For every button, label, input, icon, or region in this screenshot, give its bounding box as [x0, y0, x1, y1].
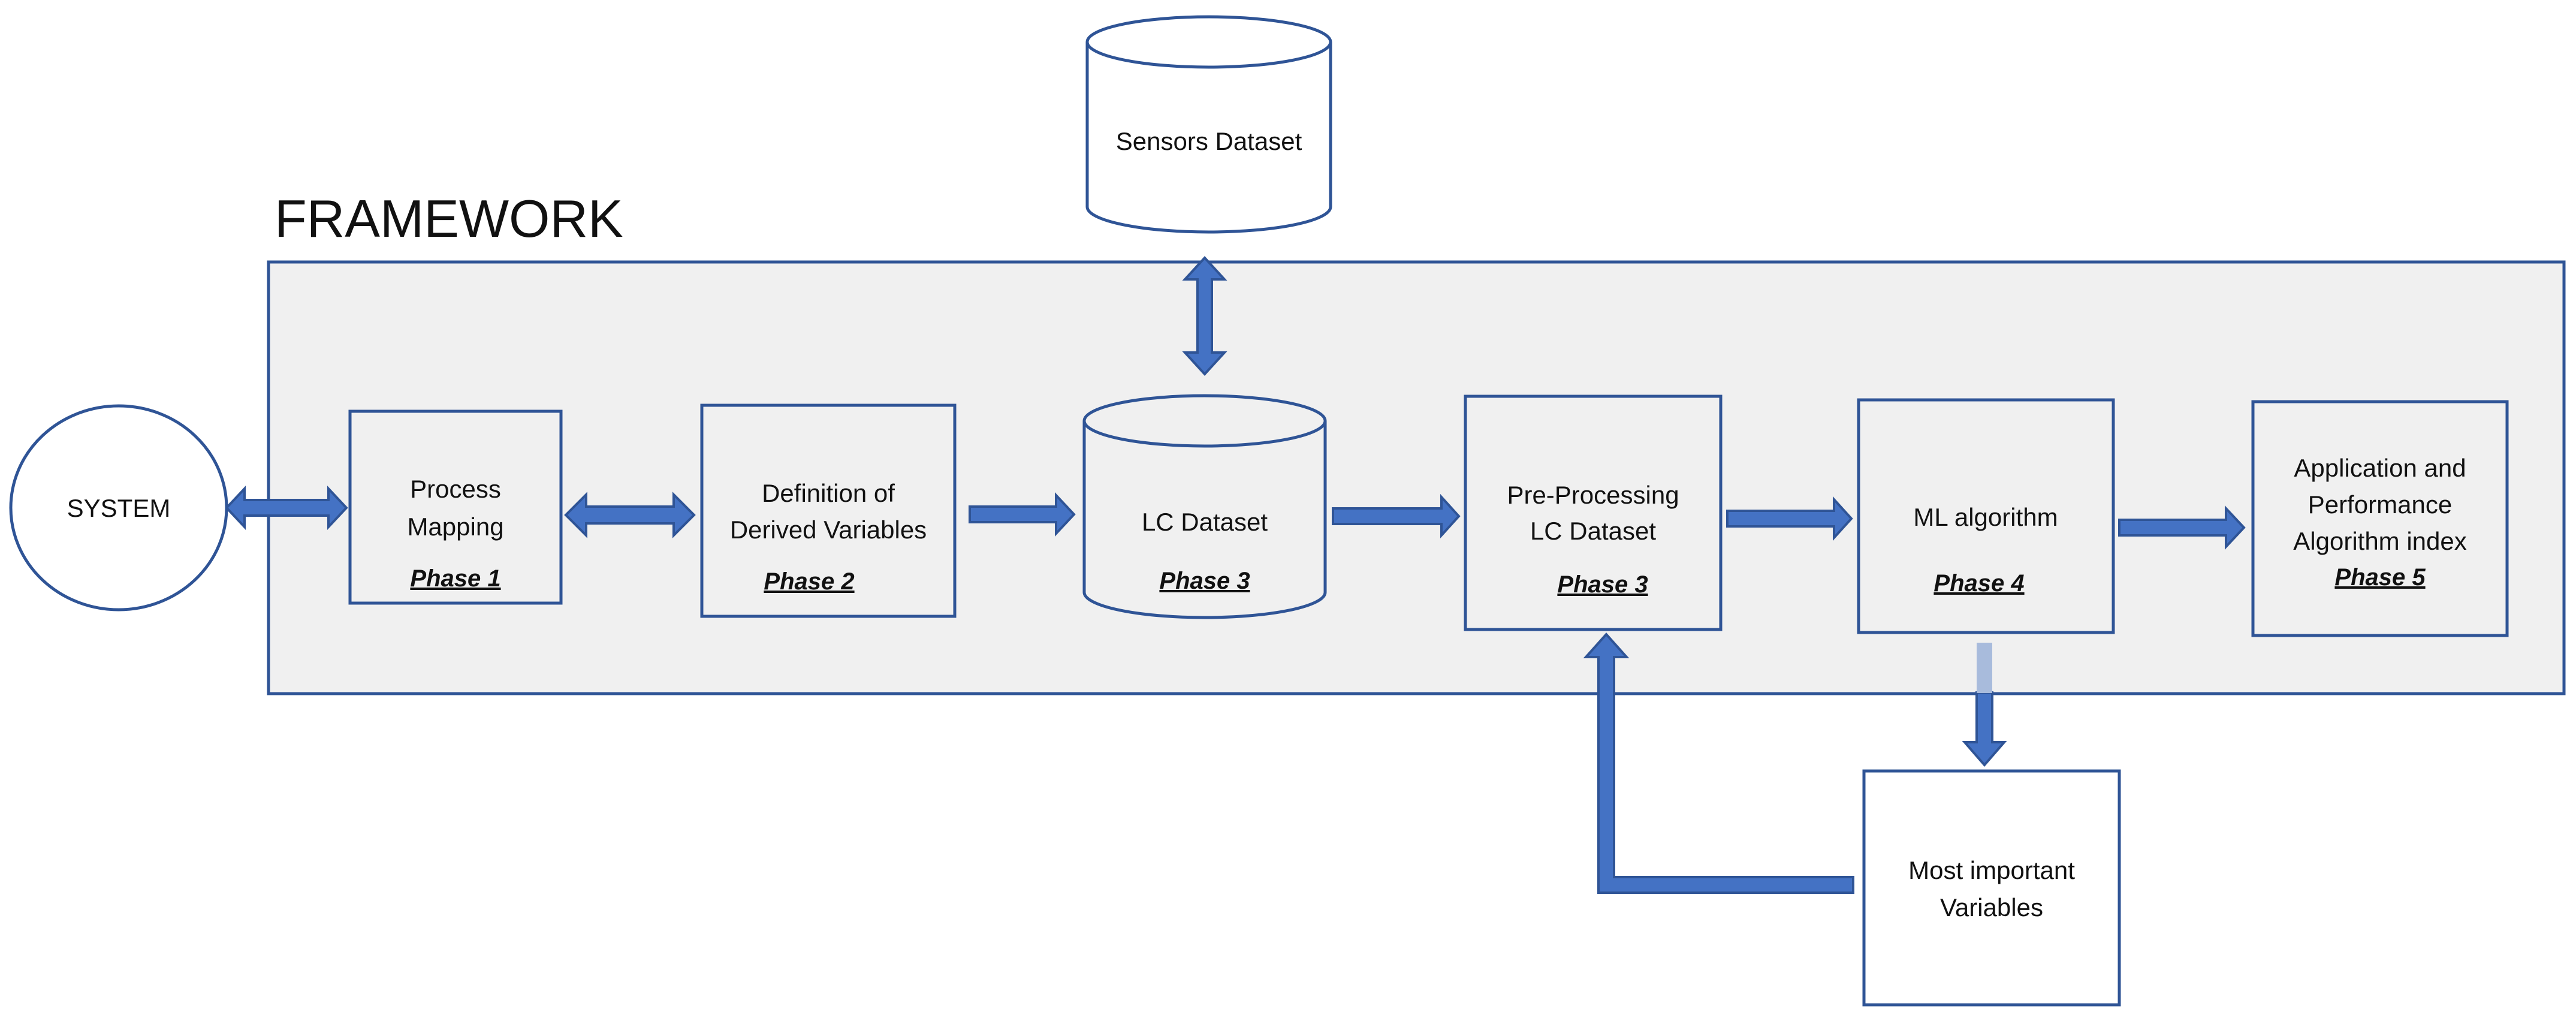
lc-dataset-phase: Phase 3 — [1159, 568, 1250, 594]
process-mapping-line2: Mapping — [407, 513, 503, 541]
preprocessing-to-ml-arrow — [1726, 496, 1853, 541]
derived-to-lc-arrow — [969, 492, 1076, 537]
ml-to-application-arrow — [2118, 505, 2246, 550]
variables-to-preprocessing-arrow — [1583, 632, 1854, 894]
application-line2: Performance — [2308, 490, 2452, 519]
derived-variables-line1: Definition of — [762, 479, 895, 507]
framework-container — [267, 260, 2566, 695]
preprocessing-phase: Phase 3 — [1557, 571, 1648, 598]
process-mapping-box — [348, 409, 563, 605]
process-mapping-line1: Process — [410, 475, 501, 503]
sensors-dataset-label: Sensors Dataset — [1116, 127, 1302, 155]
ml-to-variables-faded-segment — [1977, 643, 1992, 693]
lc-dataset-cylinder — [1082, 394, 1327, 619]
preprocessing-line1: Pre-Processing — [1507, 481, 1679, 509]
important-variables-line2: Variables — [1940, 893, 2043, 921]
preprocessing-line2: LC Dataset — [1530, 517, 1656, 545]
lc-to-preprocessing-arrow — [1332, 493, 1461, 539]
system-process-double-arrow — [225, 485, 348, 531]
application-line3: Algorithm index — [2293, 527, 2466, 555]
ml-algorithm-phase: Phase 4 — [1933, 570, 2024, 597]
system-label: SYSTEM — [67, 494, 171, 522]
ml-algorithm-box — [1857, 398, 2115, 634]
derived-variables-phase: Phase 2 — [764, 568, 854, 595]
application-box — [2251, 400, 2509, 637]
framework-title: FRAMEWORK — [275, 189, 623, 248]
process-mapping-phase: Phase 1 — [410, 565, 500, 592]
process-derived-double-arrow — [564, 492, 696, 538]
preprocessing-box — [1464, 394, 1723, 631]
application-phase: Phase 5 — [2334, 564, 2426, 591]
application-line1: Application and — [2294, 454, 2466, 482]
sensors-dataset-cylinder — [1085, 15, 1332, 234]
ml-to-variables-arrow — [1962, 691, 2007, 767]
important-variables-line1: Most important — [1908, 856, 2075, 884]
ml-algorithm-label: ML algorithm — [1913, 503, 2058, 531]
lc-dataset-label: LC Dataset — [1142, 508, 1268, 536]
sensors-lc-double-arrow — [1182, 256, 1227, 376]
important-variables-box — [1862, 769, 2121, 1007]
derived-variables-line2: Derived Variables — [730, 516, 927, 544]
derived-variables-box — [700, 403, 957, 618]
